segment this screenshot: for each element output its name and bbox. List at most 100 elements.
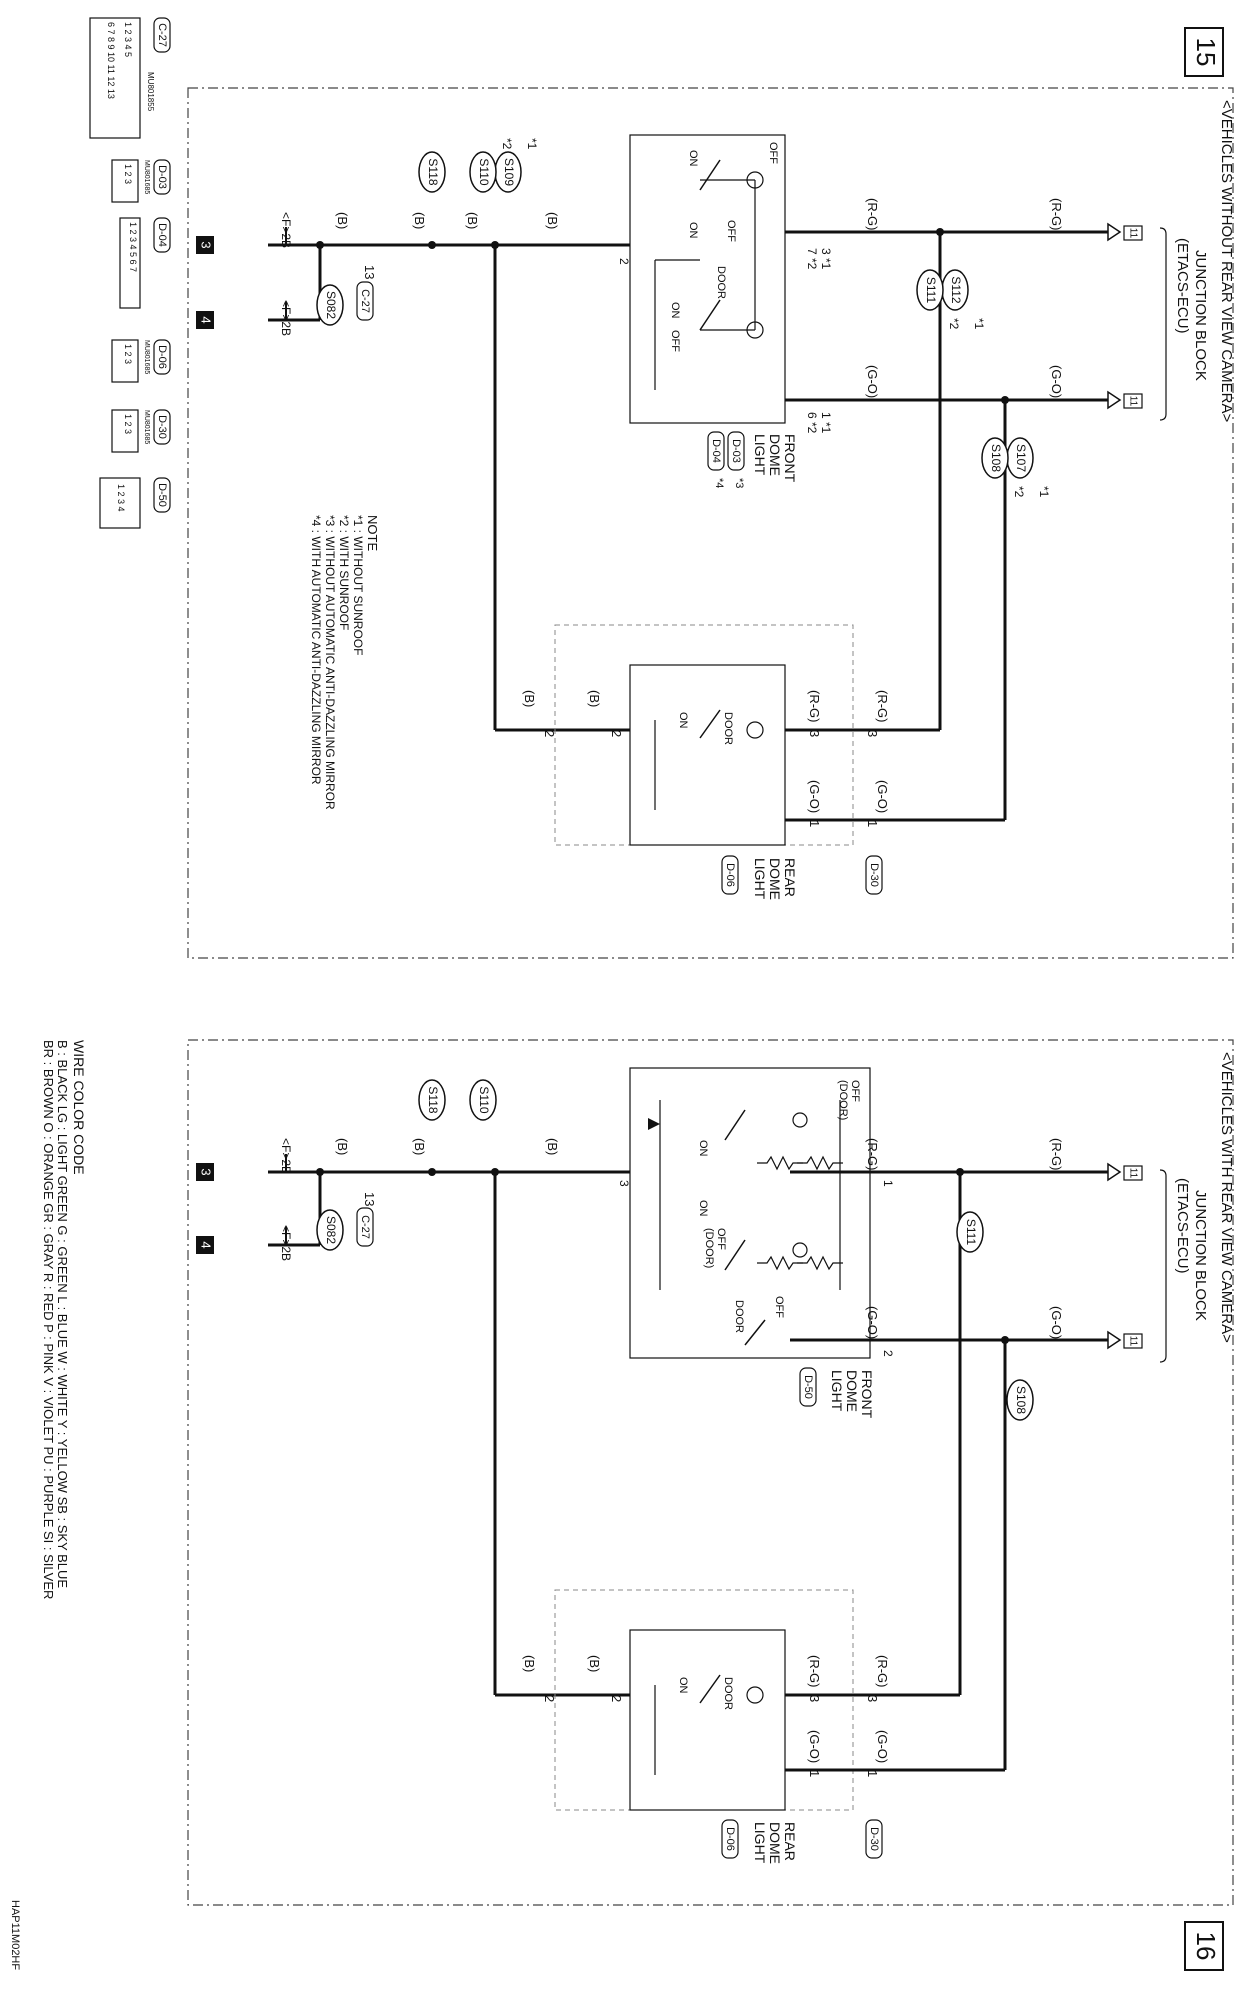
svg-text:LIGHT: LIGHT bbox=[752, 858, 768, 900]
svg-text:(B): (B) bbox=[545, 212, 560, 229]
svg-text:(R-G): (R-G) bbox=[865, 1138, 880, 1171]
splice-s118-bottom: S118 bbox=[418, 1079, 446, 1121]
svg-text:D-03: D-03 bbox=[156, 165, 168, 189]
svg-text:DOOR: DOOR bbox=[722, 712, 734, 745]
svg-text:OFF: OFF bbox=[725, 220, 737, 242]
svg-text:(DOOR): (DOOR) bbox=[837, 1080, 849, 1120]
svg-text:S110: S110 bbox=[477, 1086, 491, 1113]
svg-text:MU801685: MU801685 bbox=[143, 160, 150, 194]
svg-text:DOME: DOME bbox=[767, 1822, 783, 1864]
svg-text:3: 3 bbox=[199, 241, 214, 248]
svg-text:(R-G): (R-G) bbox=[875, 1655, 890, 1688]
svg-text:S082: S082 bbox=[324, 291, 338, 319]
svg-text:MU801685: MU801685 bbox=[143, 410, 150, 444]
svg-text:(B): (B) bbox=[335, 212, 350, 229]
svg-text:D-30: D-30 bbox=[868, 1827, 880, 1851]
svg-text:DOOR: DOOR bbox=[733, 1300, 745, 1333]
bottom-rear-conn-d06: D-06 bbox=[721, 1819, 739, 1859]
svg-text:(B): (B) bbox=[412, 1138, 427, 1155]
doc-code: HAP11M02HF bbox=[9, 1900, 21, 1970]
top-ground-num-3: 3 bbox=[196, 236, 214, 254]
svg-text:C-27: C-27 bbox=[156, 23, 168, 47]
svg-text:(R-G): (R-G) bbox=[865, 198, 880, 231]
svg-text:(G-O): (G-O) bbox=[807, 1730, 822, 1763]
bottom-jb-sub: (ETACS-ECU) bbox=[1174, 1178, 1191, 1274]
connector-view-c27: C-27 1 2 3 4 5 6 7 8 9 10 11 12 13 MU801… bbox=[89, 17, 171, 139]
top-rear-dome-light: DOOR ON bbox=[554, 624, 854, 846]
bottom-front-dome-light: OFF (DOOR) ON ON OFF (DOOR) OFF DOOR bbox=[629, 1067, 871, 1359]
top-front-conn-d04: D-04 bbox=[707, 431, 725, 471]
svg-text:2: 2 bbox=[542, 730, 557, 737]
svg-text:*3 : WITHOUT AUTOMATIC ANTI-DA: *3 : WITHOUT AUTOMATIC ANTI-DAZZLING MIR… bbox=[323, 515, 337, 810]
svg-text:(B): (B) bbox=[587, 1655, 602, 1672]
top-front-conn-d03: D-03 bbox=[727, 431, 745, 471]
svg-text:2: 2 bbox=[609, 1695, 624, 1702]
svg-text:1: 1 bbox=[807, 1770, 822, 1777]
page-number-15: 15 bbox=[1184, 27, 1224, 77]
top-jb-title: JUNCTION BLOCK bbox=[1192, 250, 1209, 381]
top-ground-num-4: 4 bbox=[196, 311, 214, 329]
top-front-dome-light: OFF ON OFF ON DOOR ON OFF bbox=[629, 134, 786, 424]
svg-text:ON: ON bbox=[687, 222, 699, 239]
svg-text:(R-G): (R-G) bbox=[807, 1655, 822, 1688]
bottom-header: <VEHICLES WITH REAR VIEW CAMERA> bbox=[1218, 1052, 1235, 1343]
page-number-text: 16 bbox=[1191, 1932, 1221, 1961]
svg-text:S112: S112 bbox=[949, 276, 963, 303]
connector-view-d30: D-30 1 2 3 MU801685 bbox=[111, 409, 171, 453]
connector-views: C-27 1 2 3 4 5 6 7 8 9 10 11 12 13 MU801… bbox=[89, 17, 171, 529]
svg-text:DOME: DOME bbox=[844, 1370, 860, 1412]
bottom-ground-num-3: 3 bbox=[196, 1163, 214, 1181]
svg-text:OFF: OFF bbox=[767, 142, 779, 164]
svg-text:(G-O): (G-O) bbox=[865, 365, 880, 398]
svg-text:2: 2 bbox=[881, 1350, 895, 1357]
top-jb-pin-8: 11 bbox=[1107, 222, 1143, 242]
svg-text:DOME: DOME bbox=[767, 434, 783, 476]
bottom-panel-border bbox=[187, 1039, 1234, 1906]
svg-text:D-06: D-06 bbox=[724, 1827, 736, 1851]
svg-text:LIGHT: LIGHT bbox=[752, 1822, 768, 1864]
svg-text:OFF: OFF bbox=[773, 1296, 785, 1318]
svg-text:ON: ON bbox=[677, 712, 689, 729]
bottom-jb-title: JUNCTION BLOCK bbox=[1192, 1190, 1209, 1321]
svg-text:13: 13 bbox=[362, 1192, 377, 1206]
svg-text:1 2 3: 1 2 3 bbox=[123, 164, 133, 184]
svg-text:1: 1 bbox=[807, 820, 822, 827]
svg-text:D-06: D-06 bbox=[156, 345, 168, 369]
svg-text:*1 : WITHOUT SUNROOF: *1 : WITHOUT SUNROOF bbox=[351, 515, 365, 655]
svg-text:(R-G): (R-G) bbox=[875, 690, 890, 723]
svg-text:3: 3 bbox=[807, 730, 822, 737]
connector-view-d06: D-06 1 2 3 MU801685 bbox=[111, 339, 171, 383]
svg-text:1 *1: 1 *1 bbox=[819, 412, 833, 434]
bottom-ground-num-4: 4 bbox=[196, 1236, 214, 1254]
svg-text:LIGHT: LIGHT bbox=[829, 1370, 845, 1412]
svg-text:D-04: D-04 bbox=[710, 439, 722, 463]
svg-text:S110: S110 bbox=[477, 158, 491, 185]
svg-text:*1: *1 bbox=[1037, 486, 1051, 498]
svg-text:S108: S108 bbox=[989, 444, 1003, 472]
svg-text:1 2 3: 1 2 3 bbox=[123, 344, 133, 364]
svg-text:3 *1: 3 *1 bbox=[819, 248, 833, 270]
splice-s109: S109 bbox=[494, 151, 522, 193]
svg-text:1: 1 bbox=[865, 820, 880, 827]
svg-text:D-50: D-50 bbox=[156, 483, 168, 507]
svg-text:ON: ON bbox=[697, 1200, 709, 1217]
svg-text:DOOR: DOOR bbox=[715, 266, 727, 299]
svg-text:ON: ON bbox=[687, 150, 699, 167]
svg-text:(R-G): (R-G) bbox=[807, 690, 822, 723]
svg-text:2: 2 bbox=[609, 730, 624, 737]
svg-text:FRONT: FRONT bbox=[859, 1370, 875, 1419]
svg-text:(B): (B) bbox=[465, 212, 480, 229]
svg-text:4: 4 bbox=[199, 1241, 214, 1248]
top-jb-pin-7: 11 bbox=[1107, 390, 1143, 410]
svg-text:*3: *3 bbox=[733, 478, 745, 488]
splice-s112: S112 bbox=[941, 269, 969, 311]
svg-text:OFF: OFF bbox=[715, 1228, 727, 1250]
splice-s110-bottom: S110 bbox=[469, 1079, 497, 1121]
svg-text:11: 11 bbox=[1127, 396, 1138, 407]
svg-text:MU801685: MU801685 bbox=[143, 340, 150, 374]
svg-text:11: 11 bbox=[1127, 1168, 1138, 1179]
svg-text:WIRE COLOR CODE: WIRE COLOR CODE bbox=[71, 1040, 87, 1175]
svg-text:DOME: DOME bbox=[767, 858, 783, 900]
svg-text:11: 11 bbox=[1127, 228, 1138, 239]
